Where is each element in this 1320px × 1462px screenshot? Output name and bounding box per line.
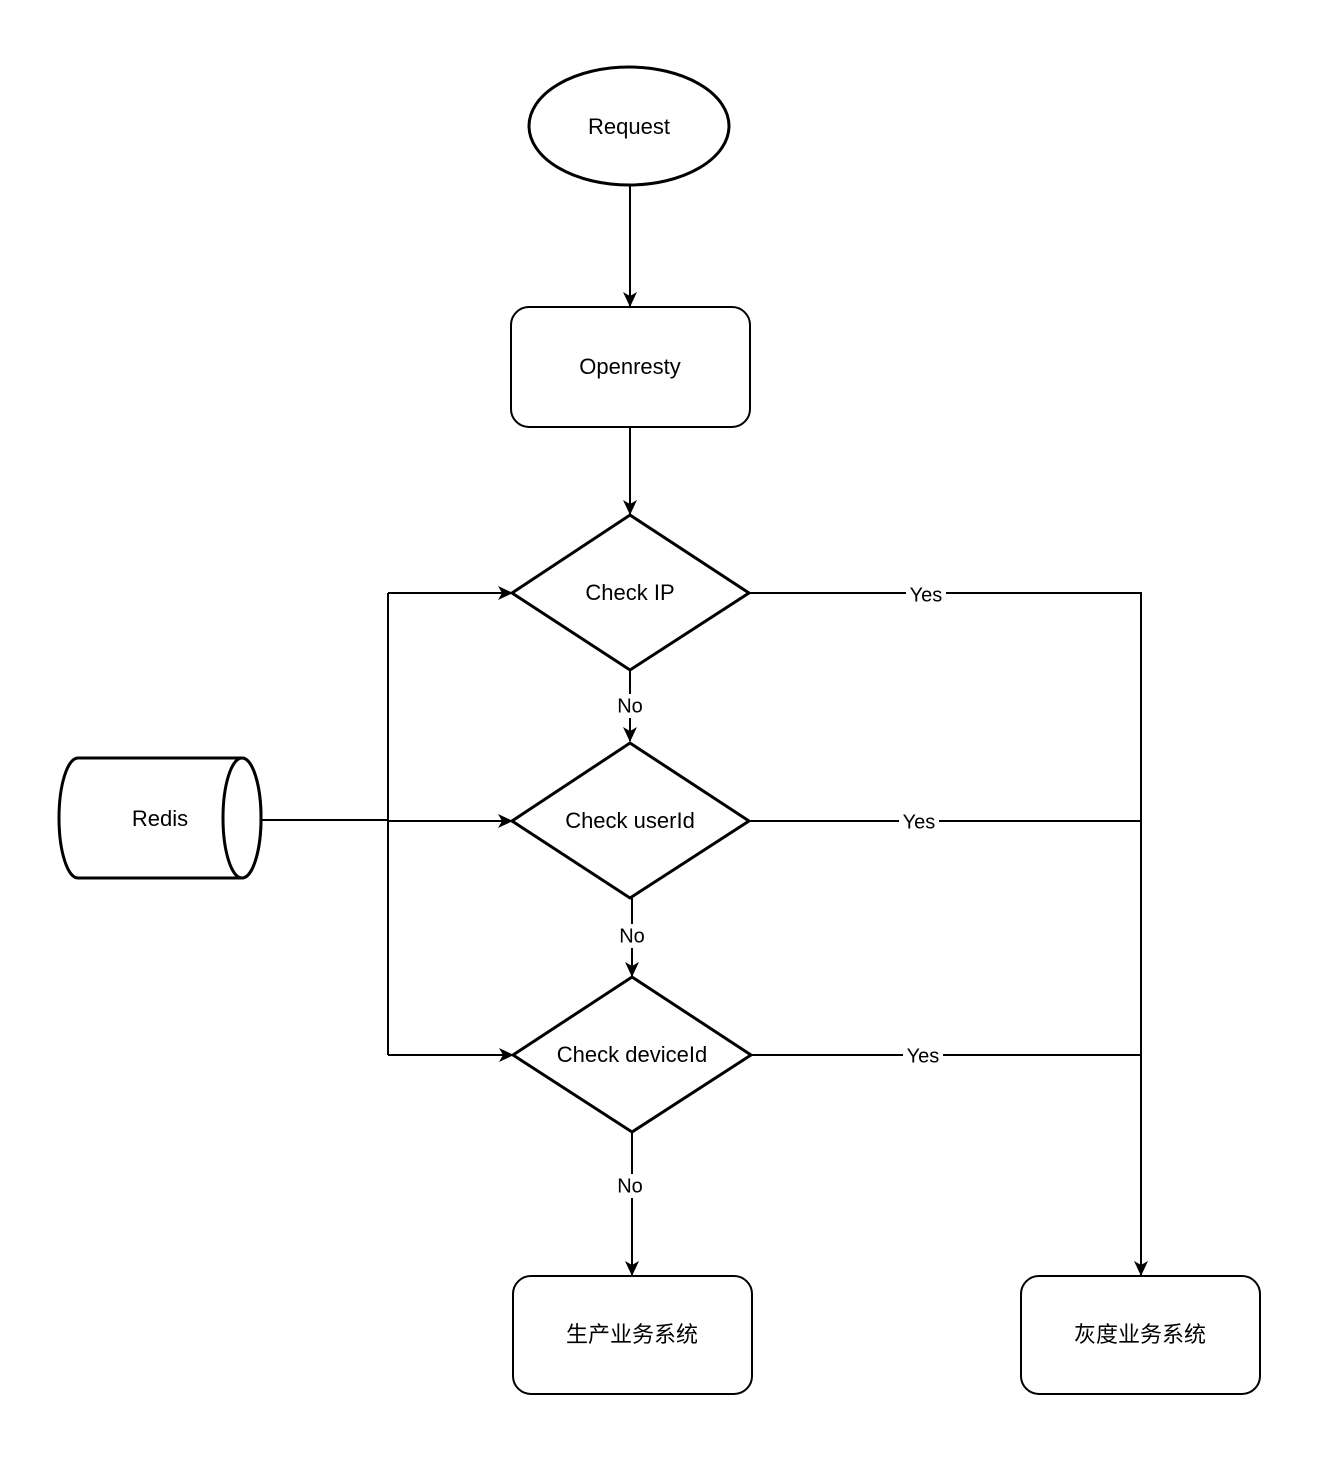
node-production-system: 生产业务系统 <box>512 1275 753 1395</box>
label-check-ip-no: No <box>617 695 643 717</box>
check-deviceid-decision-shape <box>510 975 754 1134</box>
node-check-userid: Check userId <box>509 741 752 900</box>
check-ip-label: Check IP <box>585 580 674 605</box>
label-check-userid-yes: Yes <box>903 811 936 833</box>
label-check-deviceid-yes: Yes <box>907 1045 940 1067</box>
node-openresty: Openresty <box>510 306 751 428</box>
check-userid-label: Check userId <box>565 808 695 833</box>
check-deviceid-label: Check deviceId <box>557 1042 707 1067</box>
check-userid-decision-shape <box>509 741 752 900</box>
node-request: Request <box>527 65 731 187</box>
gray-system-label: 灰度业务系统 <box>1074 1322 1206 1347</box>
redis-label: Redis <box>132 806 188 831</box>
gray-system-process-shape <box>1020 1275 1261 1395</box>
edges <box>261 186 1148 1276</box>
check-ip-decision-shape <box>509 513 752 672</box>
redis-cylinder-end <box>221 756 263 880</box>
production-system-label: 生产业务系统 <box>566 1322 698 1347</box>
openresty-label: Openresty <box>579 354 681 379</box>
openresty-process-shape <box>510 306 751 428</box>
node-redis: Redis <box>57 756 263 880</box>
label-check-deviceid-no: No <box>617 1175 643 1197</box>
node-check-ip: Check IP <box>509 513 752 672</box>
request-label: Request <box>588 114 670 139</box>
edge-check-ip-yes <box>749 592 1148 1276</box>
node-gray-system: 灰度业务系统 <box>1020 1275 1261 1395</box>
label-check-userid-no: No <box>619 925 645 947</box>
edge-labels: Yes No Yes No Yes No <box>612 583 946 1198</box>
request-terminator-shape <box>527 65 731 187</box>
production-system-process-shape <box>512 1275 753 1395</box>
label-check-ip-yes: Yes <box>910 584 943 606</box>
node-check-deviceid: Check deviceId <box>510 975 754 1134</box>
